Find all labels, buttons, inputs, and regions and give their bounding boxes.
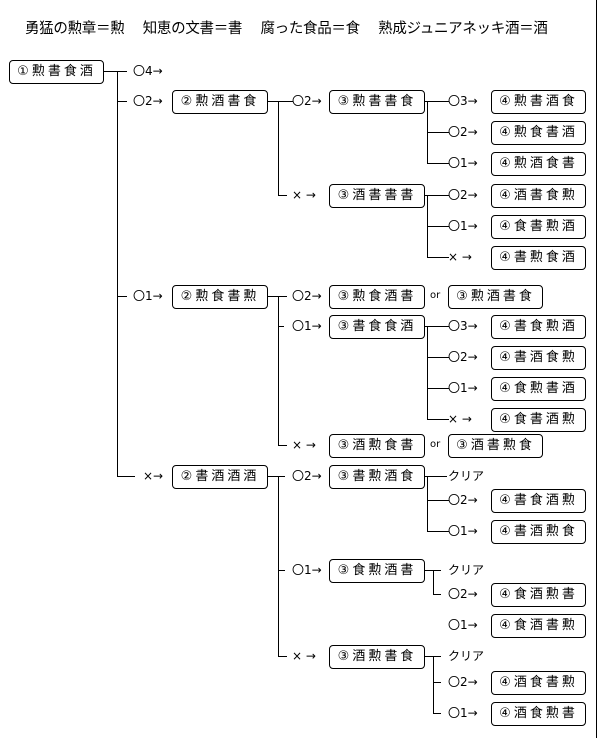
legend-item-liquor: 熟成ジュニアネッキ酒＝酒	[378, 21, 548, 37]
or-label: or	[430, 290, 441, 301]
edge-label: 〇2→	[292, 289, 322, 303]
node-level3: ③酒勲食書	[329, 434, 425, 458]
node-level3: ③勲食酒書	[329, 285, 425, 309]
node-level4: ④書食勲酒	[491, 315, 586, 339]
node-level3: ③食勲酒書	[329, 559, 425, 583]
node-level4: ④書酒勲食	[491, 520, 586, 544]
node-level4: ④勲酒食書	[491, 152, 586, 176]
node-level3: ③書勲酒食	[329, 465, 425, 489]
node-level4: ④食勲書酒	[491, 377, 586, 401]
edge-label: 〇1→	[448, 156, 478, 170]
edge-label: 〇2→	[448, 675, 478, 689]
legend: 勇猛の勲章＝勲 知恵の文書＝書 腐った食品＝食 熟成ジュニアネッキ酒＝酒	[25, 17, 562, 38]
edge-label: 〇3→	[448, 94, 478, 108]
node-level4: ④食書酒勲	[491, 408, 586, 432]
edge-label: 〇4→	[133, 64, 163, 78]
node-level3-alt: ③勲酒書食	[448, 285, 543, 309]
node-level2: ②勲酒書食	[172, 90, 268, 114]
edge-label: 〇2→	[448, 125, 478, 139]
edge-label: 〇1→	[448, 524, 478, 538]
legend-item-medal: 勇猛の勲章＝勲	[25, 21, 125, 37]
node-level4: ④酒食書勲	[491, 671, 586, 695]
node-level4: ④勲食書酒	[491, 121, 586, 145]
edge-label: 〇3→	[448, 319, 478, 333]
edge-label: × →	[292, 649, 316, 663]
or-label: or	[430, 439, 441, 450]
node-level4: ④酒書食勲	[491, 184, 586, 208]
edge-label: × →	[292, 188, 316, 202]
node-level4: ④書食酒勲	[491, 489, 586, 513]
edge-label: ×→	[143, 469, 164, 483]
edge-label: 〇2→	[448, 493, 478, 507]
node-level2: ②勲食書勲	[172, 285, 268, 309]
edge-label: × →	[448, 412, 472, 426]
edge-label: 〇2→	[292, 94, 322, 108]
edge-label: 〇2→	[133, 94, 163, 108]
legend-item-food: 腐った食品＝食	[260, 21, 360, 37]
node-level4: ④書酒食勲	[491, 346, 586, 370]
edge-label: 〇1→	[448, 381, 478, 395]
node-root: ①勲書食酒	[9, 60, 104, 84]
node-level3: ③勲書書食	[329, 90, 425, 114]
edge-label: 〇1→	[448, 618, 478, 632]
edge-label: × →	[448, 250, 472, 264]
edge-label: 〇1→	[448, 706, 478, 720]
edge-label: 〇1→	[448, 219, 478, 233]
edge-label: 〇2→	[448, 350, 478, 364]
edge-label: 〇1→	[292, 319, 322, 333]
edge-label: 〇1→	[133, 289, 163, 303]
legend-item-document: 知恵の文書＝書	[142, 21, 243, 37]
right-border	[596, 0, 597, 738]
node-level4: ④酒食勲書	[491, 702, 586, 726]
edge-label: 〇2→	[292, 469, 322, 483]
node-level3: ③酒勲書食	[329, 645, 425, 669]
node-level3: ③酒書書書	[329, 184, 425, 208]
clear-label: クリア	[448, 469, 485, 483]
edge-label: 〇2→	[448, 587, 478, 601]
node-level4: ④食酒勲書	[491, 583, 586, 607]
edge-label: 〇2→	[448, 188, 478, 202]
node-level4: ④食酒書勲	[491, 614, 586, 638]
clear-label: クリア	[448, 649, 485, 663]
edge-label: × →	[292, 438, 316, 452]
node-level4: ④勲書酒食	[491, 90, 586, 114]
node-level2: ②書酒酒酒	[172, 465, 268, 489]
node-level3-alt: ③酒書勲食	[448, 434, 543, 458]
edge-label: 〇1→	[292, 563, 322, 577]
node-level4: ④食書勲酒	[491, 215, 586, 239]
node-level3: ③書食食酒	[329, 315, 425, 339]
clear-label: クリア	[448, 563, 485, 577]
node-level4: ④書勲食酒	[491, 246, 586, 270]
